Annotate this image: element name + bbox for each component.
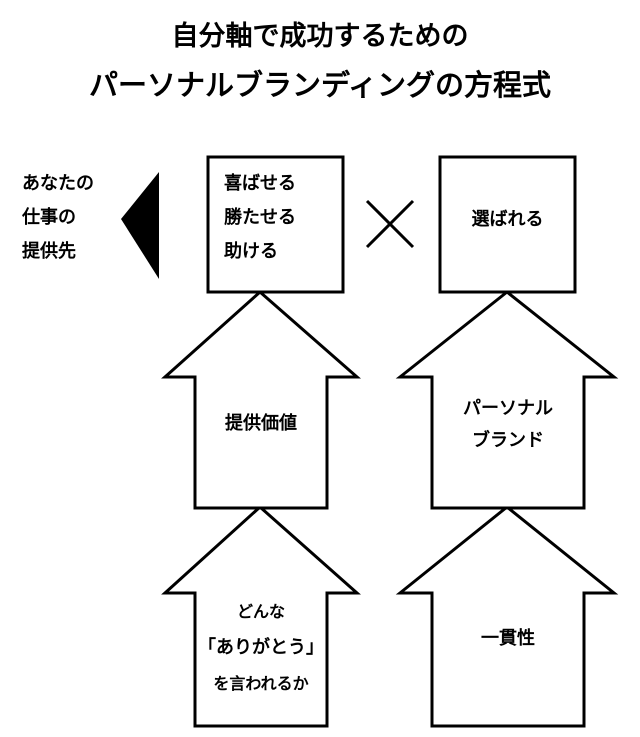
- provider-line: あなたの: [22, 173, 94, 194]
- personal-brand-line: パーソナル: [463, 398, 553, 419]
- provider-label: あなたの 仕事の 提供先: [22, 167, 94, 269]
- triangle-left-icon: [121, 172, 159, 279]
- provider-line: 提供先: [22, 241, 76, 262]
- chosen-box-label: 選ばれる: [471, 209, 544, 230]
- arrow-lower-right: [395, 505, 619, 728]
- consistency-label: 一貫性: [481, 628, 535, 649]
- thanks-label: どんな 「ありがとう」 を言われるか: [185, 594, 337, 702]
- personal-brand-label: パーソナル ブランド: [432, 393, 584, 457]
- title-line-2: パーソナルブランディングの方程式: [89, 68, 551, 102]
- chosen-box: [438, 155, 577, 294]
- arrow-lower-left: [161, 504, 361, 728]
- result-line: 勝たせる: [224, 207, 296, 228]
- title-line-1: 自分軸で成功するための: [171, 21, 469, 52]
- thanks-line: を言われるか: [213, 674, 309, 693]
- personal-brand-line: ブランド: [472, 430, 544, 451]
- arrow-upper-left: [161, 289, 361, 510]
- provider-line: 仕事の: [22, 207, 76, 228]
- multiply-icon: [365, 199, 415, 249]
- arrow-upper-right: [395, 290, 619, 510]
- thanks-line: 「ありがとう」: [198, 637, 324, 658]
- result-line: 助ける: [224, 241, 278, 262]
- value-label: 提供価値: [225, 413, 297, 434]
- result-line: 喜ばせる: [224, 173, 296, 194]
- result-box: [206, 155, 345, 294]
- result-box-text: 喜ばせる 勝たせる 助ける: [224, 167, 296, 269]
- thanks-line: どんな: [236, 602, 285, 621]
